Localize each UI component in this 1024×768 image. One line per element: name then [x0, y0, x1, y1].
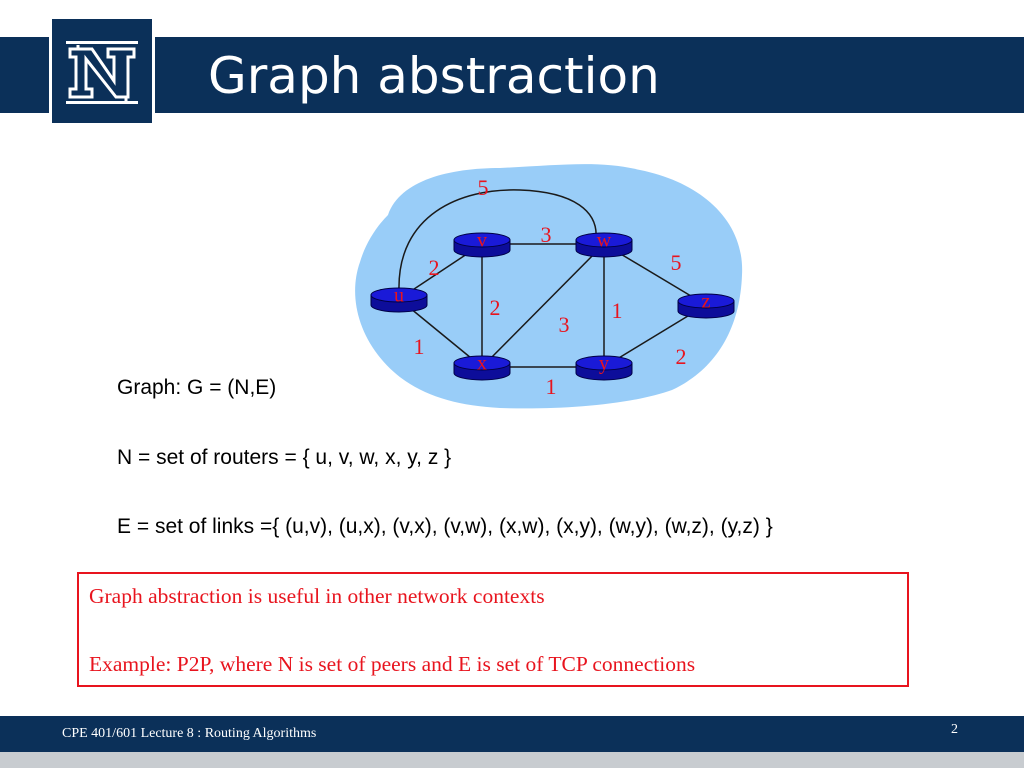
router-label-u: u	[394, 285, 404, 307]
callout-line-2: Example: P2P, where N is set of peers an…	[89, 652, 696, 676]
nodes-definition: N = set of routers = { u, v, w, x, y, z …	[117, 446, 452, 469]
weight-x-w: 3	[559, 312, 570, 337]
weight-u-v: 2	[429, 255, 440, 280]
callout-box: Graph abstraction is useful in other net…	[77, 572, 909, 687]
router-label-v: v	[477, 230, 487, 252]
router-label-z: z	[702, 291, 711, 313]
bottom-strip	[0, 752, 1024, 768]
router-label-y: y	[599, 353, 609, 375]
weight-x-y: 1	[546, 374, 557, 399]
university-logo	[49, 19, 155, 123]
router-v: v	[453, 230, 511, 258]
edge-u-w	[398, 189, 597, 292]
header-bar	[0, 37, 1024, 113]
router-u: u	[370, 285, 428, 313]
edges-definition: E = set of links ={ (u,v), (u,x), (v,x),…	[117, 515, 773, 538]
router-z: z	[677, 291, 735, 319]
footer-bar: CPE 401/601 Lecture 8 : Routing Algorith…	[0, 716, 1024, 752]
page-number: 2	[951, 722, 958, 737]
edge-x-w	[481, 243, 605, 368]
network-cloud	[355, 164, 743, 409]
router-label-x: x	[477, 353, 487, 375]
weight-v-w: 3	[541, 222, 552, 247]
weight-u-x: 1	[414, 334, 425, 359]
slide-title: Graph abstraction	[208, 47, 660, 105]
weight-w-z: 5	[671, 250, 682, 275]
router-label-w: w	[597, 230, 612, 252]
weight-u-w: 5	[478, 175, 489, 200]
graph-definition: Graph: G = (N,E)	[117, 376, 277, 399]
router-y: y	[575, 353, 633, 381]
weight-v-x: 2	[490, 295, 501, 320]
footer-text: CPE 401/601 Lecture 8 : Routing Algorith…	[62, 726, 317, 741]
weight-y-z: 2	[676, 344, 687, 369]
router-x: x	[453, 353, 511, 381]
router-w: w	[575, 230, 633, 258]
logo-n-icon	[66, 41, 138, 104]
weight-w-y: 1	[612, 298, 623, 323]
callout-line-1: Graph abstraction is useful in other net…	[89, 584, 545, 608]
